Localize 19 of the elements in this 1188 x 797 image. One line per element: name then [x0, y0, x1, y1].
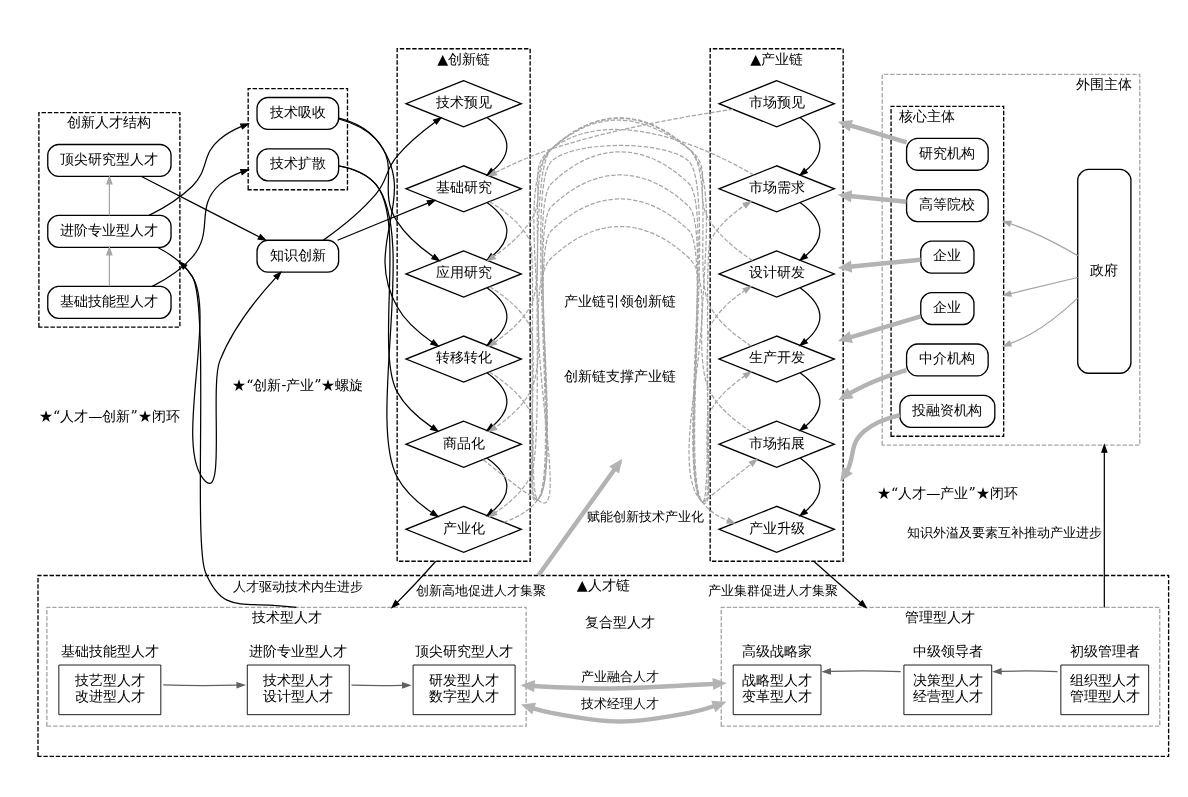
label: 创新链支撑产业链	[564, 367, 677, 384]
edge-label: 产业集群促进人才集聚	[707, 582, 838, 598]
label: 产业链引领创新链	[564, 292, 677, 309]
edge-label: 创新高地促进人才集聚	[416, 582, 547, 598]
node-label: 基础技能型人才	[60, 642, 159, 659]
edge-label: 赋能创新技术产业化	[586, 508, 704, 524]
edge-label: 技术经理人才	[581, 695, 660, 711]
node-label: 初级管理者	[1069, 642, 1140, 659]
edge-label: 人才驱动技术内生进步	[232, 578, 363, 594]
label: 复合型人才	[585, 613, 656, 630]
edge-label: 知识外溢及要素互补推动产业进步	[906, 524, 1102, 540]
label: ★“人才—创新”★闭环	[39, 407, 180, 424]
edge-label: 产业融合人才	[581, 668, 660, 684]
node-label: 中级领导者	[912, 642, 983, 659]
node-label: 顶尖研究型人才	[414, 642, 513, 659]
label: ★“创新-产业”★螺旋	[232, 376, 364, 393]
node-label: 高级战略家	[742, 642, 813, 659]
node-label: 进阶专业型人才	[249, 642, 348, 659]
label: ★“人才—产业”★闭环	[877, 484, 1018, 501]
